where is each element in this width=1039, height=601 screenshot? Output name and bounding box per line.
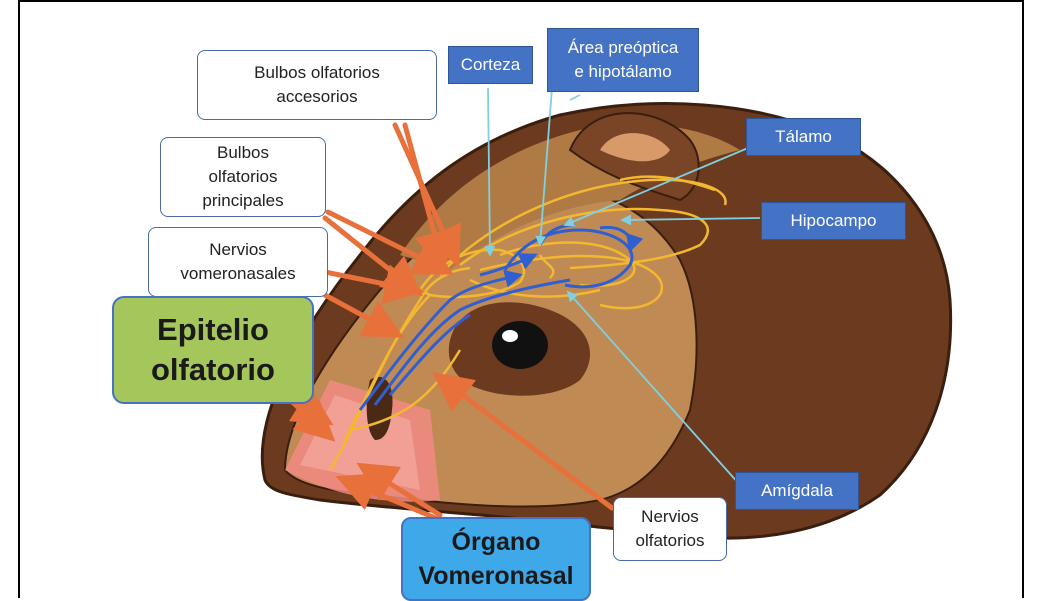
label-organo-vomeronasal: Órgano Vomeronasal xyxy=(401,517,591,601)
label-nervios-olfatorios: Nervios olfatorios xyxy=(613,497,727,561)
eye-highlight xyxy=(502,330,518,342)
label-area-preoptica: Área preóptica e hipotálamo xyxy=(547,28,699,92)
eye xyxy=(492,321,548,369)
label-corteza: Corteza xyxy=(448,46,533,84)
label-nervios-vomeronasales: Nervios vomeronasales xyxy=(148,227,328,297)
label-amigdala: Amígdala xyxy=(735,472,859,510)
label-bulbos-olfatorios-accesorios: Bulbos olfatorios accesorios xyxy=(197,50,437,120)
label-epitelio-olfatorio: Epitelio olfatorio xyxy=(112,296,314,404)
label-bulbos-olfatorios-principales: Bulbos olfatorios principales xyxy=(160,137,326,217)
label-hipocampo: Hipocampo xyxy=(761,202,906,240)
label-talamo: Tálamo xyxy=(746,118,861,156)
